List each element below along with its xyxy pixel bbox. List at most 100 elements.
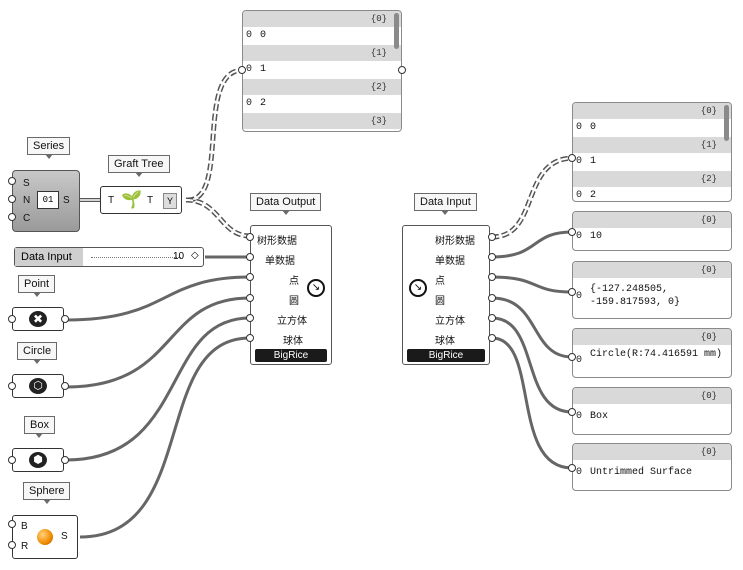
point-grip[interactable] xyxy=(8,315,16,323)
series-input-n[interactable]: N xyxy=(23,195,31,206)
panel-row-value: 10 xyxy=(590,231,603,242)
sphere-component[interactable]: B R S xyxy=(12,515,78,559)
panel-row-index: 0 xyxy=(246,98,253,109)
data-output-input-point[interactable]: 点 xyxy=(289,276,299,287)
data-input-grip[interactable] xyxy=(488,314,496,322)
data-input-component[interactable]: 树形数据 单数据 点 圆 立方体 球体 ↘ BigRice xyxy=(402,225,490,365)
data-input-grip[interactable] xyxy=(488,273,496,281)
data-output-grip[interactable] xyxy=(246,273,254,281)
right-tree-panel-grip[interactable] xyxy=(568,154,576,162)
wire xyxy=(491,336,573,470)
panel-path-header: {2} xyxy=(573,171,731,187)
wire xyxy=(79,336,251,539)
sphere-output-s[interactable]: S xyxy=(61,531,68,542)
box-grip[interactable] xyxy=(8,456,16,464)
box-param[interactable]: ⬢ xyxy=(12,448,64,472)
graft-output-t[interactable]: T xyxy=(147,195,154,206)
point-panel-grip[interactable] xyxy=(568,288,576,296)
series-grip[interactable] xyxy=(8,177,16,185)
top-panel-input-grip[interactable] xyxy=(238,66,246,74)
panel-scrollbar[interactable] xyxy=(724,105,729,141)
data-input-grip[interactable] xyxy=(488,233,496,241)
panel-row-index: 0 xyxy=(246,30,253,41)
single-panel-grip[interactable] xyxy=(568,228,576,236)
data-output-grip[interactable] xyxy=(246,334,254,342)
wire xyxy=(491,230,573,259)
panel-path-header: {0} xyxy=(573,388,731,404)
circle-panel-grip[interactable] xyxy=(568,353,576,361)
data-output-input-sphere[interactable]: 球体 xyxy=(283,336,303,347)
slider-grip-icon[interactable]: ◇ xyxy=(191,250,199,261)
sphere-grip[interactable] xyxy=(8,541,16,549)
data-output-input-circle[interactable]: 圆 xyxy=(289,296,299,307)
box-grip[interactable] xyxy=(61,456,69,464)
data-output-input-tree[interactable]: 树形数据 xyxy=(257,236,297,247)
slider-track[interactable] xyxy=(91,257,181,258)
data-output-label: Data Output xyxy=(250,193,322,215)
data-input-footer: BigRice xyxy=(407,349,485,362)
data-input-grip[interactable] xyxy=(488,253,496,261)
series-component[interactable]: S N C 01 S xyxy=(12,170,80,232)
graft-input-t[interactable]: T xyxy=(108,195,115,206)
sphere-input-r[interactable]: R xyxy=(21,541,29,552)
data-input-output-sphere[interactable]: 球体 xyxy=(435,336,455,347)
data-input-output-tree[interactable]: 树形数据 xyxy=(435,236,475,247)
top-panel-output-grip[interactable] xyxy=(398,66,406,74)
data-input-slider[interactable]: Data Input 10 ◇ xyxy=(14,247,204,267)
series-output-s[interactable]: S xyxy=(63,195,70,206)
sphere-grip[interactable] xyxy=(8,520,16,528)
sphere-icon xyxy=(37,529,53,545)
data-output-grip[interactable] xyxy=(246,314,254,322)
sphere-input-b[interactable]: B xyxy=(21,521,28,532)
series-grip[interactable] xyxy=(8,213,16,221)
data-input-output-single[interactable]: 单数据 xyxy=(435,256,465,267)
point-grip[interactable] xyxy=(61,315,69,323)
circle-grip[interactable] xyxy=(8,382,16,390)
data-output-grip[interactable] xyxy=(246,253,254,261)
graft-label: Graft Tree xyxy=(108,155,170,177)
wire-dashed-inner xyxy=(187,69,243,201)
data-input-output-box[interactable]: 立方体 xyxy=(435,316,465,327)
data-output-grip[interactable] xyxy=(246,233,254,241)
series-input-c[interactable]: C xyxy=(23,213,31,224)
graft-tree-component[interactable]: T 🌱 T Y xyxy=(100,186,182,214)
circle-param[interactable]: ⬡ xyxy=(12,374,64,398)
wire xyxy=(491,296,573,359)
panel-path-header: {3} xyxy=(243,113,401,129)
sphere-panel-grip[interactable] xyxy=(568,464,576,472)
circle-grip[interactable] xyxy=(61,382,69,390)
data-output-input-single[interactable]: 单数据 xyxy=(265,256,295,267)
panel-path-header: {0} xyxy=(573,262,731,278)
panel-row-value: 1 xyxy=(260,64,267,75)
data-input-grip[interactable] xyxy=(488,294,496,302)
series-grip[interactable] xyxy=(8,195,16,203)
panel-scrollbar[interactable] xyxy=(394,13,399,49)
data-output-grip[interactable] xyxy=(246,294,254,302)
circle-label: Circle xyxy=(17,342,58,364)
box-panel-grip[interactable] xyxy=(568,408,576,416)
panel-row-index: 0 xyxy=(576,156,583,167)
data-output-input-box[interactable]: 立方体 xyxy=(277,316,307,327)
data-input-grip[interactable] xyxy=(488,334,496,342)
data-input-output-point[interactable]: 点 xyxy=(435,276,445,287)
point-label: Point xyxy=(18,275,56,297)
box-label: Box xyxy=(24,416,55,438)
data-input-output-circle[interactable]: 圆 xyxy=(435,296,445,307)
panel-row-value: Untrimmed Surface xyxy=(590,467,693,478)
panel-row-value: 2 xyxy=(260,98,267,109)
series-input-s[interactable]: S xyxy=(23,178,30,189)
wire-dashed-inner xyxy=(491,157,573,238)
point-param[interactable]: ✖ xyxy=(12,307,64,331)
wire-dashed-inner xyxy=(185,199,251,237)
point-value-panel[interactable]: {0} 0{-127.248505, -159.817593, 0} xyxy=(572,261,732,319)
data-output-component[interactable]: 树形数据 单数据 点 圆 立方体 球体 ↘ BigRice xyxy=(250,225,332,365)
